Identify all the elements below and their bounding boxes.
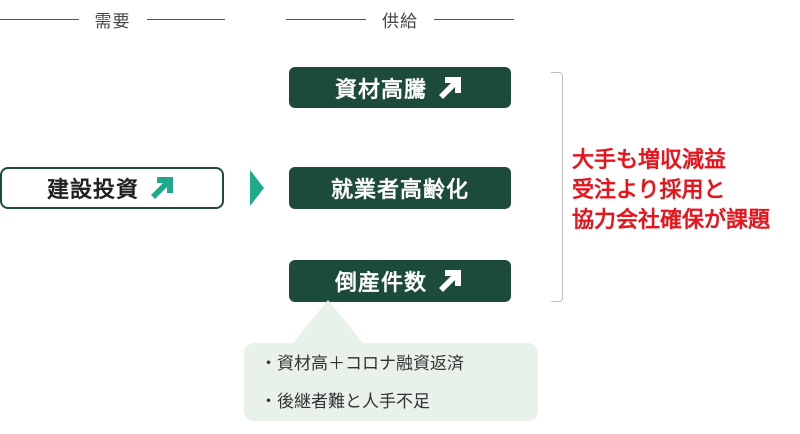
conclusion-line: 大手も増収減益 <box>572 148 727 173</box>
conclusion-line: 協力会社確保が課題 <box>572 208 771 233</box>
demand-header: 需要 <box>0 6 225 32</box>
supply-box-label: 資材高騰 <box>334 77 427 103</box>
up-right-arrow-icon <box>439 76 461 99</box>
header-rule <box>286 18 366 20</box>
supply-box-aging: 就業者高齢化 <box>289 167 511 209</box>
up-right-arrow-icon <box>439 270 461 292</box>
demand-header-label: 需要 <box>94 11 131 32</box>
flow-triangle-icon <box>250 170 264 206</box>
conclusion-text: 大手も増収減益 受注より採用と 協力会社確保が課題 <box>572 146 770 236</box>
supply-header-label: 供給 <box>382 11 418 32</box>
supply-box-label: 倒産件数 <box>334 271 427 296</box>
supply-box-label: 就業者高齢化 <box>330 178 469 203</box>
up-right-arrow-icon <box>151 177 173 199</box>
supply-header: 供給 <box>286 6 514 32</box>
callout-item: ・後継者難と人手不足 <box>260 392 430 412</box>
callout-box: ・資材高＋コロナ融資返済 ・後継者難と人手不足 <box>244 343 538 421</box>
demand-box: 建設投資 <box>0 167 224 209</box>
callout-pointer <box>292 300 364 344</box>
callout-item: ・資材高＋コロナ融資返済 <box>260 354 464 374</box>
header-rule <box>0 18 79 20</box>
header-rule <box>146 18 225 20</box>
conclusion-line: 受注より採用と <box>572 178 726 203</box>
header-rule <box>434 18 514 20</box>
demand-box-label: 建設投資 <box>46 178 139 203</box>
supply-box-bankruptcies: 倒産件数 <box>289 260 511 302</box>
grouping-bracket <box>551 72 563 302</box>
supply-box-materials: 資材高騰 <box>289 67 511 108</box>
